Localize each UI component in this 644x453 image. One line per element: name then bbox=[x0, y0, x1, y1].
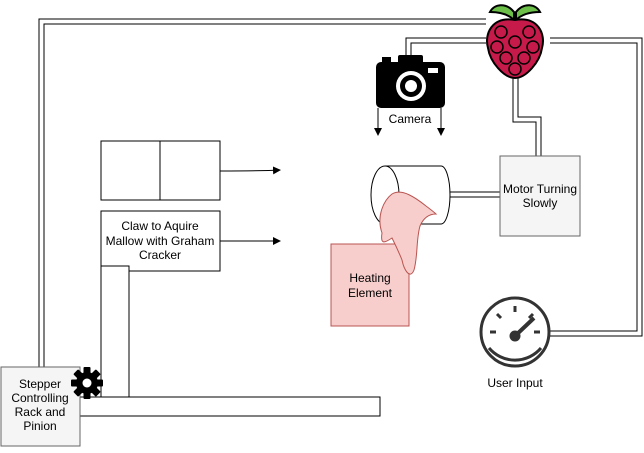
stepper-box bbox=[0, 366, 81, 447]
gear-icon bbox=[71, 367, 103, 399]
wire-motor-to-drum bbox=[450, 191, 500, 198]
camera-icon bbox=[374, 55, 445, 136]
wire-pi-to-motor bbox=[512, 78, 542, 156]
flame-shape bbox=[379, 191, 438, 275]
rack-base bbox=[79, 396, 381, 417]
gauge-icon bbox=[479, 296, 551, 368]
raspberry-pi-icon bbox=[486, 4, 544, 80]
camera-label: Camera bbox=[389, 112, 432, 126]
heating-label-line1: Heating bbox=[349, 271, 390, 285]
stepper-label-line1: Stepper bbox=[19, 377, 61, 391]
heating-label-line2: Element bbox=[348, 286, 393, 300]
heating-element bbox=[330, 243, 410, 327]
claw-box bbox=[100, 210, 221, 272]
claw-label-line2: Mallow with Graham bbox=[106, 234, 215, 248]
rack-pillar bbox=[100, 265, 130, 399]
wire-pi-to-gauge bbox=[548, 37, 643, 337]
claw-grabber bbox=[100, 140, 221, 201]
motor-label-line1: Motor Turning bbox=[503, 182, 577, 196]
claw-grabber-arrow bbox=[219, 166, 281, 175]
claw-label-line1: Claw to Aquire bbox=[121, 219, 199, 233]
wire-pi-to-stepper bbox=[38, 18, 486, 368]
stepper-label-line3: Rack and bbox=[15, 405, 66, 419]
wire-pi-to-camera bbox=[405, 37, 486, 58]
claw-label-line3: Cracker bbox=[139, 248, 181, 262]
stepper-label-line2: Controlling bbox=[11, 391, 68, 405]
motor-label-line2: Slowly bbox=[523, 196, 558, 210]
stepper-label-line4: Pinion bbox=[23, 419, 56, 433]
user-input-label: User Input bbox=[487, 376, 543, 390]
motor-box bbox=[499, 155, 581, 237]
